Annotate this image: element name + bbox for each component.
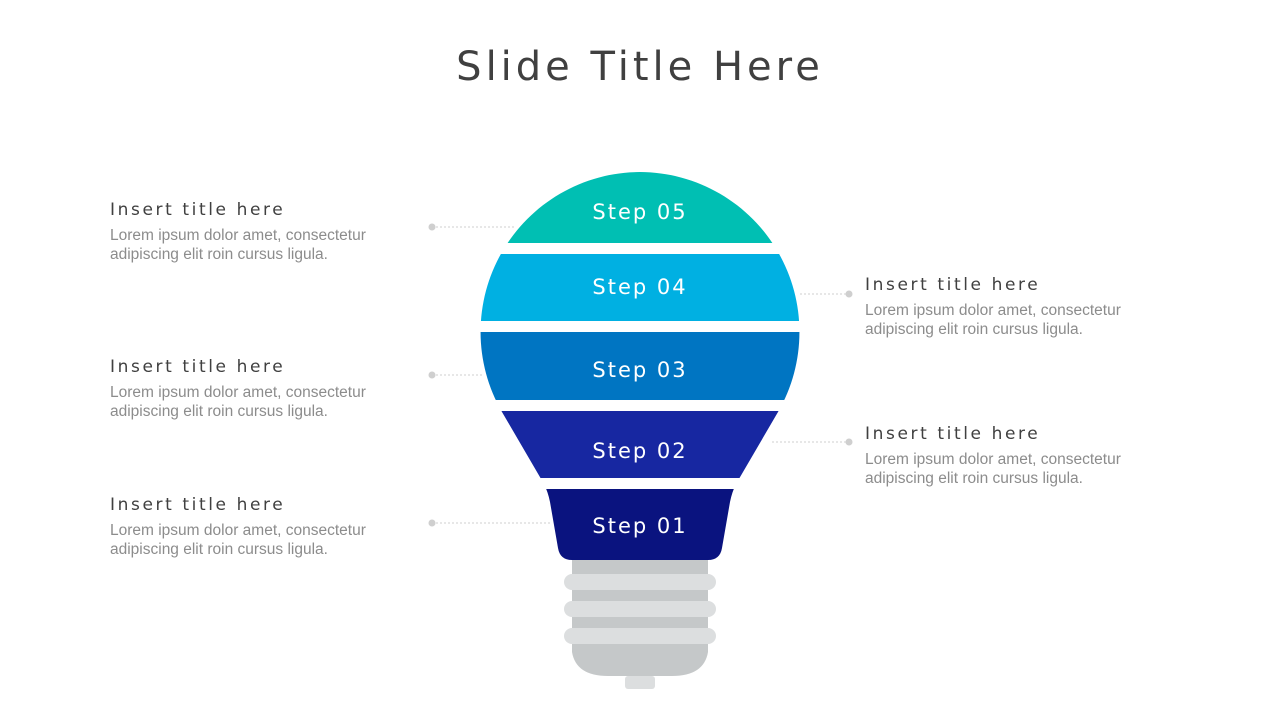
callout-body: Lorem ipsum dolor amet, consectetur adip… <box>110 383 410 421</box>
callout-body: Lorem ipsum dolor amet, consectetur adip… <box>865 301 1165 339</box>
callout-body-line: adipiscing elit roin cursus ligula. <box>865 470 1083 487</box>
step-labels: Step 05 Step 04 Step 03 Step 02 Step 01 <box>592 200 687 538</box>
step-05-label: Step 05 <box>592 200 687 224</box>
bulb-base-cap <box>572 644 708 676</box>
callout-title: Insert title here <box>865 275 1041 295</box>
callout-body: Lorem ipsum dolor amet, consectetur adip… <box>110 521 410 559</box>
callout-step-02: Insert title here Lorem ipsum dolor amet… <box>865 424 1165 488</box>
slide-title: Slide Title Here <box>456 44 824 90</box>
callout-body-line: Lorem ipsum dolor amet, consectetur <box>865 451 1121 468</box>
callout-step-04: Insert title here Lorem ipsum dolor amet… <box>865 275 1165 339</box>
step-04-label: Step 04 <box>592 275 687 299</box>
step-04-segment[interactable] <box>470 254 810 321</box>
callout-step-05: Insert title here Lorem ipsum dolor amet… <box>110 200 410 264</box>
callout-body-line: Lorem ipsum dolor amet, consectetur <box>110 384 366 401</box>
callout-title: Insert title here <box>865 424 1041 444</box>
bulb-base-ring-1 <box>564 574 716 590</box>
callout-step-01: Insert title here Lorem ipsum dolor amet… <box>110 495 410 559</box>
bulb-base-tip <box>625 676 655 689</box>
step-03-label: Step 03 <box>592 358 687 382</box>
callout-body-line: Lorem ipsum dolor amet, consectetur <box>865 302 1121 319</box>
callout-title: Insert title here <box>110 357 286 377</box>
callout-body-line: Lorem ipsum dolor amet, consectetur <box>110 227 366 244</box>
step-03-segment[interactable] <box>470 332 810 400</box>
callout-step-03: Insert title here Lorem ipsum dolor amet… <box>110 357 410 421</box>
leader-dot-step-05 <box>428 223 436 231</box>
step-01-label: Step 01 <box>592 514 687 538</box>
callout-body-line: adipiscing elit roin cursus ligula. <box>110 246 328 263</box>
callout-body-line: Lorem ipsum dolor amet, consectetur <box>110 522 366 539</box>
bulb-base <box>564 560 716 689</box>
leader-dot-step-02 <box>845 438 853 446</box>
leader-dot-step-03 <box>428 371 436 379</box>
callout-body-line: adipiscing elit roin cursus ligula. <box>110 403 328 420</box>
callout-body-line: adipiscing elit roin cursus ligula. <box>110 541 328 558</box>
leader-lines <box>428 223 853 527</box>
bulb-base-neck <box>572 560 708 640</box>
bulb-base-ring-3 <box>564 628 716 644</box>
callout-title: Insert title here <box>110 495 286 515</box>
leader-dot-step-04 <box>845 290 853 298</box>
callout-body: Lorem ipsum dolor amet, consectetur adip… <box>110 226 410 264</box>
callout-title: Insert title here <box>110 200 286 220</box>
leader-dot-step-01 <box>428 519 436 527</box>
callout-body-line: adipiscing elit roin cursus ligula. <box>865 321 1083 338</box>
bulb-base-ring-2 <box>564 601 716 617</box>
callout-body: Lorem ipsum dolor amet, consectetur adip… <box>865 450 1165 488</box>
step-02-label: Step 02 <box>592 439 687 463</box>
